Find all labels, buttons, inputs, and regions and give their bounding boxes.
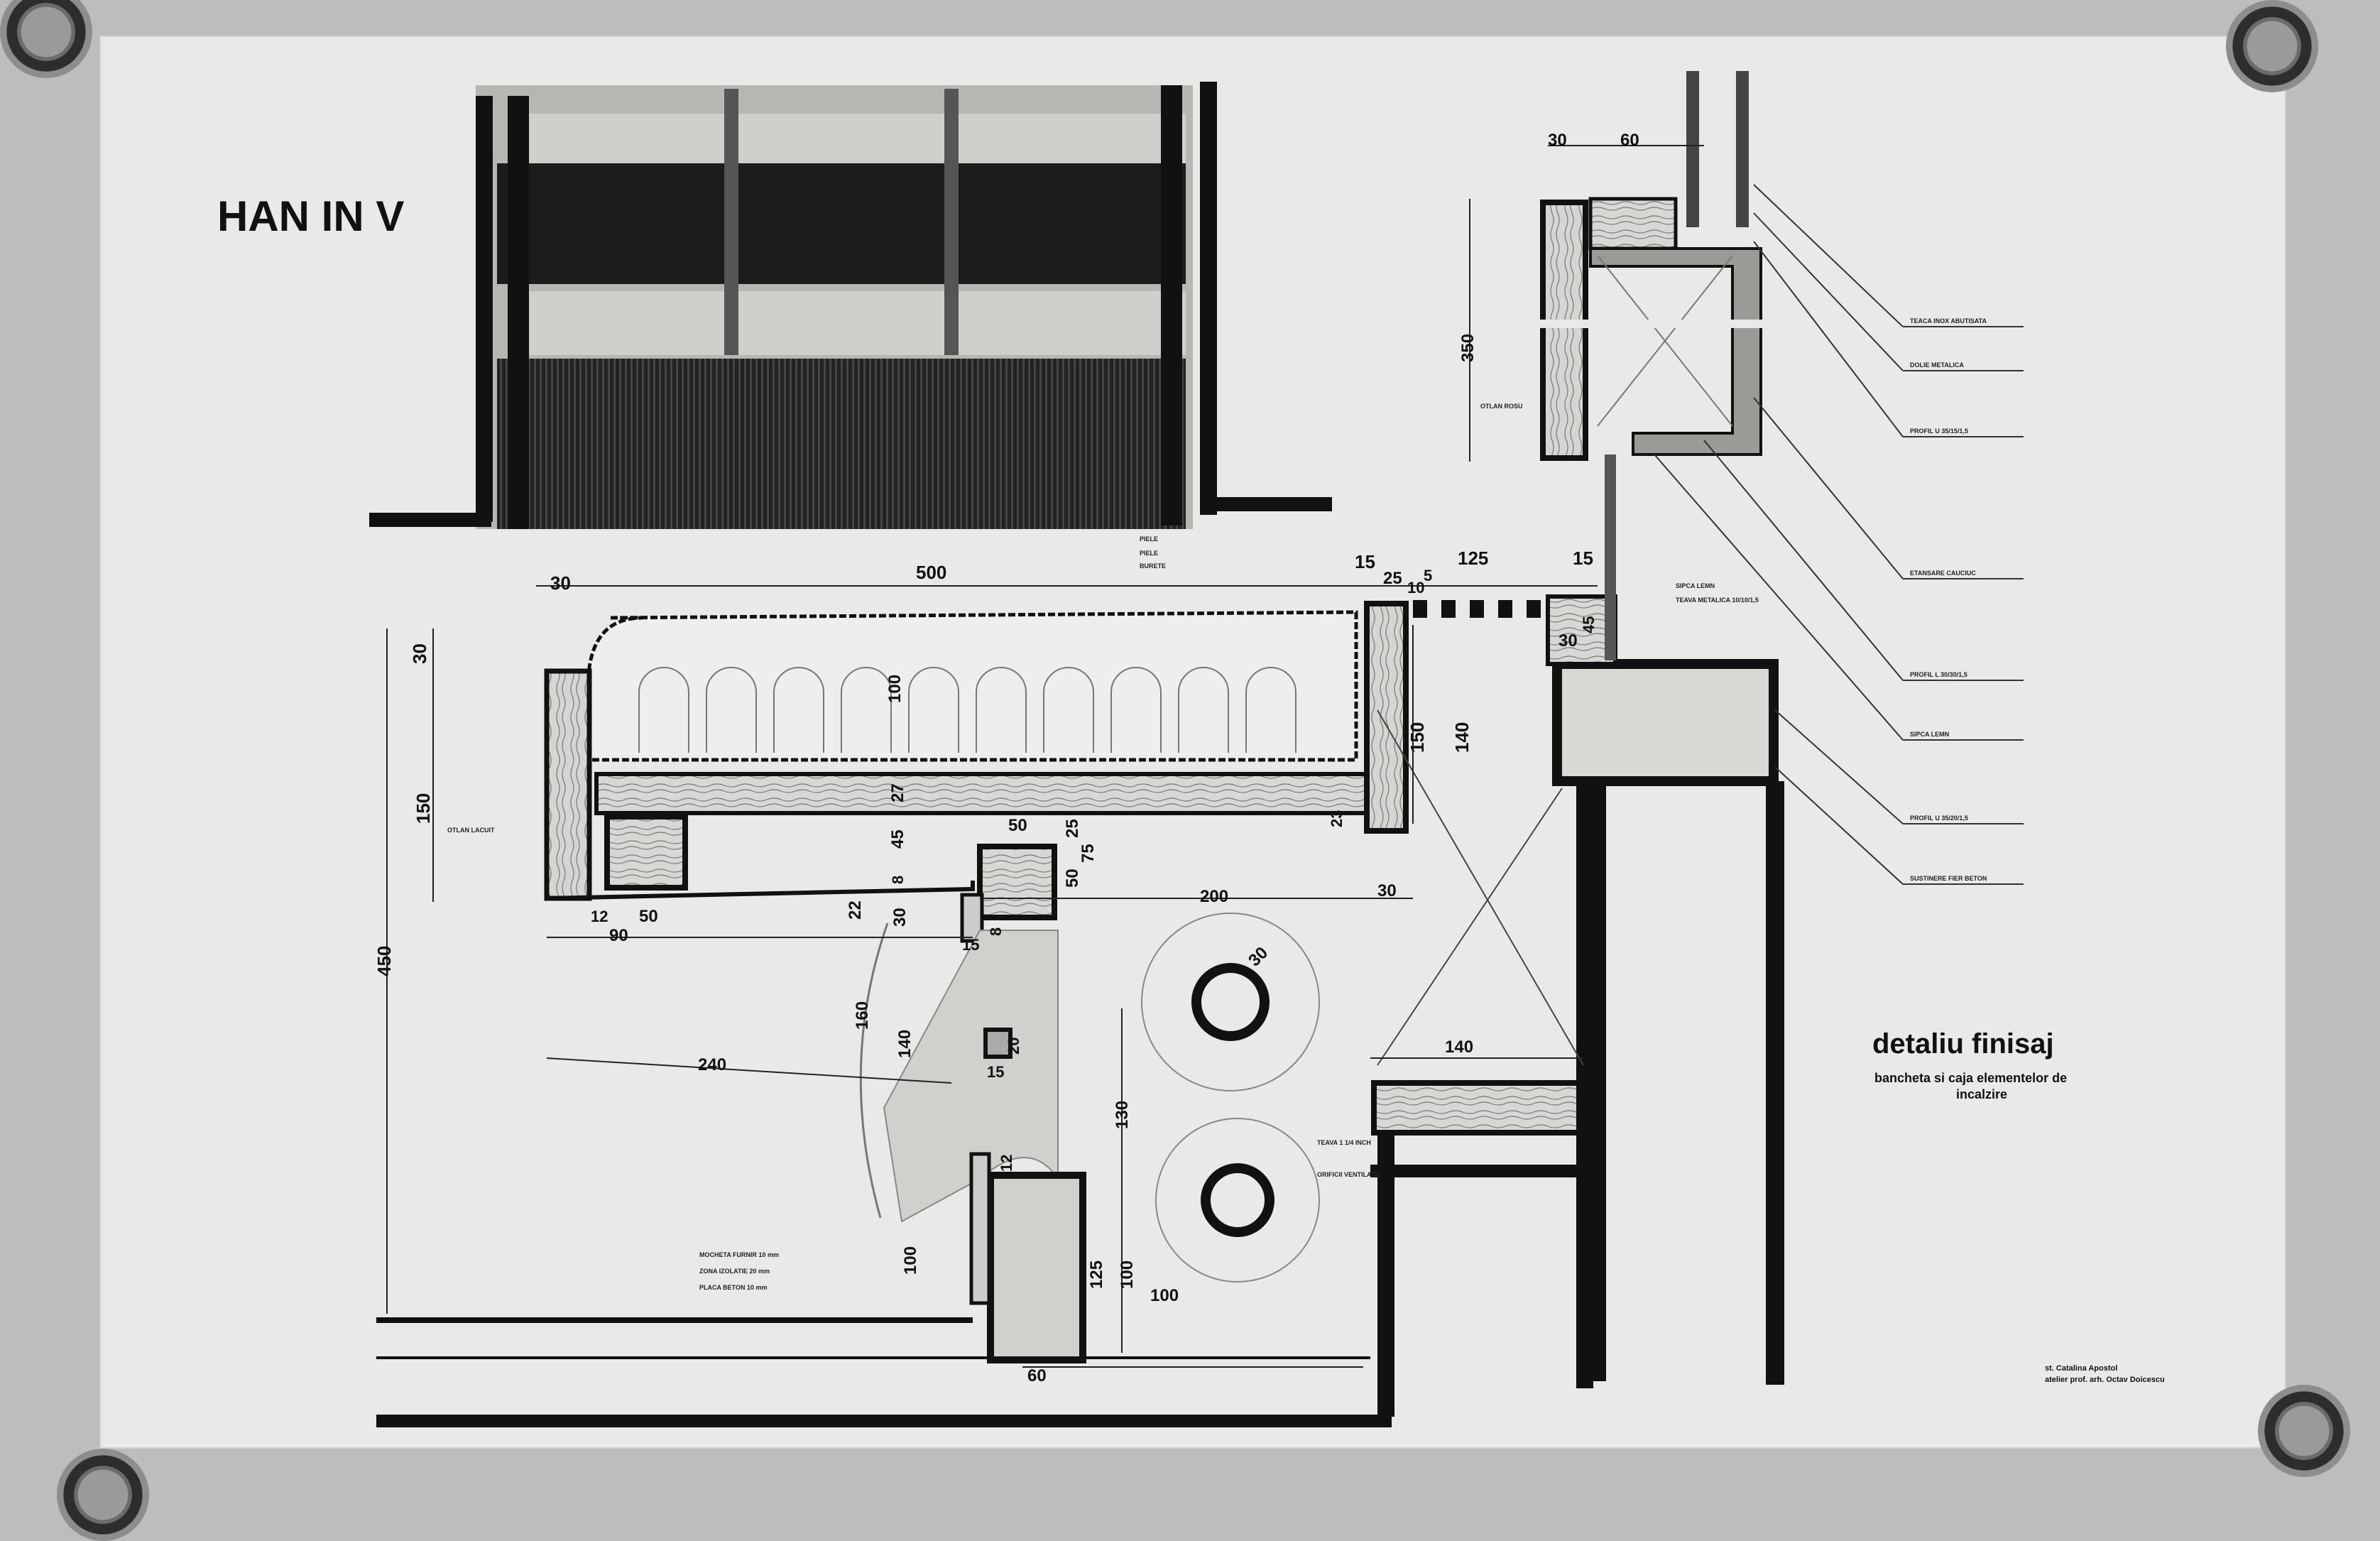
dim-h-50a: 50 bbox=[1008, 816, 1027, 835]
bench-section bbox=[544, 601, 1409, 943]
dim-top-5: 5 bbox=[1424, 567, 1432, 584]
callout-3: PROFIL U 35/15/1,5 bbox=[1910, 428, 1968, 435]
architectural-drawing: HAN IN V bbox=[217, 71, 2165, 1427]
dim-v-160: 160 bbox=[853, 1001, 872, 1030]
dim-h-30a: 30 bbox=[1377, 881, 1397, 900]
dim-h-90: 90 bbox=[609, 926, 628, 945]
note-bottom-2: ZONA IZOLATIE 20 mm bbox=[699, 1268, 770, 1275]
callout-1: TEACA INOX ABUTISATA bbox=[1910, 317, 1987, 325]
dim-v-30b: 30 bbox=[890, 908, 910, 927]
dim-v-125: 125 bbox=[1087, 1260, 1106, 1289]
pin-top-left bbox=[0, 0, 92, 78]
note-top-1: PIELE bbox=[1140, 535, 1158, 543]
callout-7: PROFIL U 35/20/1,5 bbox=[1910, 815, 1968, 822]
dim-seat-100: 100 bbox=[885, 675, 905, 703]
elevation-photo bbox=[476, 85, 1193, 529]
pin-bottom-right bbox=[2258, 1385, 2350, 1477]
dim-top-125: 125 bbox=[1458, 548, 1488, 569]
dim-v-50b: 50 bbox=[1063, 868, 1082, 888]
dim-top-15b: 15 bbox=[1573, 548, 1593, 569]
dim-v-45: 45 bbox=[888, 829, 907, 849]
window-sill bbox=[1377, 454, 1784, 1388]
dim-v-22: 22 bbox=[846, 900, 865, 920]
dim-left-150: 150 bbox=[413, 793, 434, 824]
credit-line-1: st. Catalina Apostol bbox=[2045, 1364, 2117, 1373]
dim-h-60: 60 bbox=[1027, 1366, 1047, 1385]
dim-v-23: 23 bbox=[1328, 810, 1345, 827]
dim-v-8b: 8 bbox=[987, 927, 1005, 936]
dim-v-8: 8 bbox=[889, 876, 907, 884]
callout-4: ETANSARE CAUCIUC bbox=[1910, 570, 1976, 577]
dim-h-15: 15 bbox=[962, 936, 979, 954]
note-section-2: TEAVA METALICA 10/10/1,5 bbox=[1676, 597, 1759, 604]
sheet-title: HAN IN V bbox=[217, 192, 404, 240]
dim-top-500: 500 bbox=[916, 562, 946, 583]
dim-left-450: 450 bbox=[373, 946, 395, 976]
credit-line-2: atelier prof. arh. Octav Doicescu bbox=[2045, 1376, 2165, 1384]
dimension-labels: 30 500 15 125 15 25 5 10 30 150 450 100 … bbox=[373, 131, 1639, 1385]
floor-lines bbox=[376, 1080, 1598, 1427]
heater-box bbox=[859, 913, 1320, 1363]
callout-5: PROFIL L 30/30/1,5 bbox=[1910, 671, 1967, 678]
note-top-3: BURETE bbox=[1140, 562, 1166, 570]
dim-top-15a: 15 bbox=[1355, 551, 1375, 572]
pin-top-right bbox=[2226, 0, 2318, 92]
dim-v-140r: 140 bbox=[1451, 722, 1473, 753]
dim-h-140: 140 bbox=[1445, 1038, 1473, 1057]
elevation-frame bbox=[369, 82, 1332, 527]
dim-seat-27: 27 bbox=[888, 783, 907, 802]
callout-2: DOLIE METALICA bbox=[1910, 361, 1964, 369]
dim-detail-60: 60 bbox=[1620, 131, 1639, 150]
spring-arches bbox=[638, 667, 1297, 753]
note-orificii: ORIFICII VENTILATIE bbox=[1317, 1171, 1381, 1178]
note-top-2: PIELE bbox=[1140, 550, 1158, 557]
subheading-line-1: bancheta si caja elementelor de bbox=[1874, 1071, 2067, 1085]
dim-v-75: 75 bbox=[1079, 844, 1098, 863]
louver-slats bbox=[1413, 600, 1541, 618]
dim-v-12: 12 bbox=[998, 1155, 1015, 1172]
callout-8: SUSTINERE FIER BETON bbox=[1910, 875, 1987, 882]
dim-h-25: 25 bbox=[1063, 819, 1082, 838]
dim-detail-350: 350 bbox=[1458, 334, 1478, 362]
small-notes: PIELE PIELE BURETE OTLAN LACUIT TEAVA 1 … bbox=[447, 317, 1987, 1291]
dim-detail-30: 30 bbox=[1548, 131, 1567, 150]
dim-h-240: 240 bbox=[698, 1055, 726, 1074]
dim-v-140: 140 bbox=[895, 1030, 915, 1058]
note-otlan-lacuit: OTLAN LACUIT bbox=[447, 827, 495, 834]
dim-top-10: 10 bbox=[1407, 579, 1424, 597]
dim-top-30: 30 bbox=[550, 572, 571, 594]
dim-h-30r: 30 bbox=[1559, 631, 1578, 650]
dim-v-100b: 100 bbox=[1118, 1260, 1137, 1289]
note-bottom-3: PLACA BETON 10 mm bbox=[699, 1284, 768, 1291]
heading-detaliu-finisaj: detaliu finisaj bbox=[1872, 1028, 2054, 1060]
dim-v-130: 130 bbox=[1113, 1101, 1132, 1129]
dim-v-20: 20 bbox=[1005, 1038, 1022, 1055]
dimension-lines bbox=[386, 145, 1704, 1368]
dim-v-100a: 100 bbox=[901, 1246, 920, 1275]
subheading-line-2: incalzire bbox=[1956, 1087, 2007, 1101]
dim-h-50c: 50 bbox=[639, 907, 658, 926]
dim-h-12: 12 bbox=[591, 908, 608, 925]
dim-top-25: 25 bbox=[1383, 569, 1402, 588]
frame-detail bbox=[1534, 71, 1768, 461]
callout-leaders bbox=[1654, 184, 2024, 885]
dim-h-15b: 15 bbox=[987, 1063, 1004, 1081]
callout-6: SIPCA LEMN bbox=[1910, 731, 1949, 738]
note-teava: TEAVA 1 1/4 INCH bbox=[1317, 1139, 1371, 1146]
dim-h-200: 200 bbox=[1200, 887, 1228, 906]
note-section-1: SIPCA LEMN bbox=[1676, 582, 1715, 589]
dim-left-30: 30 bbox=[409, 643, 430, 664]
dim-v-150r: 150 bbox=[1407, 722, 1428, 753]
note-bottom-1: MOCHETA FURNIR 10 mm bbox=[699, 1251, 779, 1258]
dim-diag-30: 30 bbox=[1245, 943, 1272, 970]
dim-h-100: 100 bbox=[1150, 1286, 1179, 1305]
dim-v-45r: 45 bbox=[1580, 616, 1598, 633]
note-otlan-rosu: OTLAN ROSU bbox=[1480, 403, 1523, 410]
